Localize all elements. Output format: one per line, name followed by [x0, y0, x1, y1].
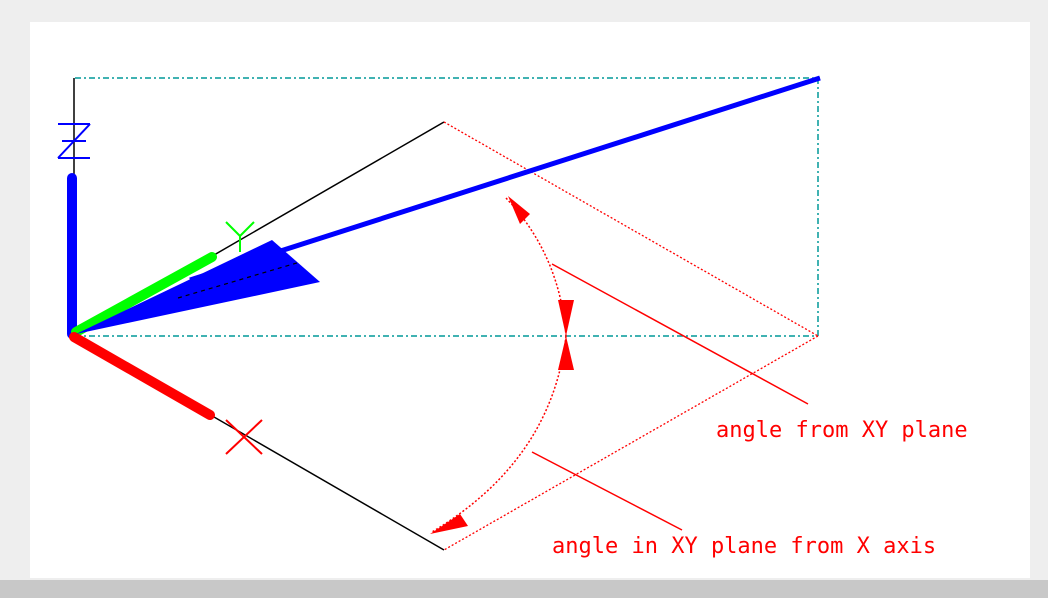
vector-cone	[76, 240, 320, 334]
arrowhead-mid-down	[558, 300, 574, 336]
projection-edge-bottom	[443, 335, 819, 551]
projection-edge-top	[443, 121, 819, 337]
label-angle-from-xy-plane: angle from XY plane	[716, 418, 968, 443]
y-axis	[71, 252, 217, 337]
leader-line-in-xy	[531, 451, 683, 531]
x-axis-label	[225, 419, 263, 455]
x-axis	[69, 332, 215, 420]
bottom-bar	[0, 580, 1048, 598]
arrowhead-mid-up	[558, 336, 574, 370]
angle-arc-in-xy	[431, 335, 567, 533]
arrowhead-upper	[508, 196, 530, 224]
y-axis-label	[225, 221, 255, 252]
label-angle-in-xy-plane: angle in XY plane from X axis	[552, 534, 936, 559]
hidden-vector-segment	[177, 261, 301, 299]
vector-line	[189, 75, 821, 283]
z-axis-label	[57, 123, 91, 159]
leader-line-from-xy	[551, 263, 809, 405]
arrowhead-lower	[430, 514, 468, 534]
